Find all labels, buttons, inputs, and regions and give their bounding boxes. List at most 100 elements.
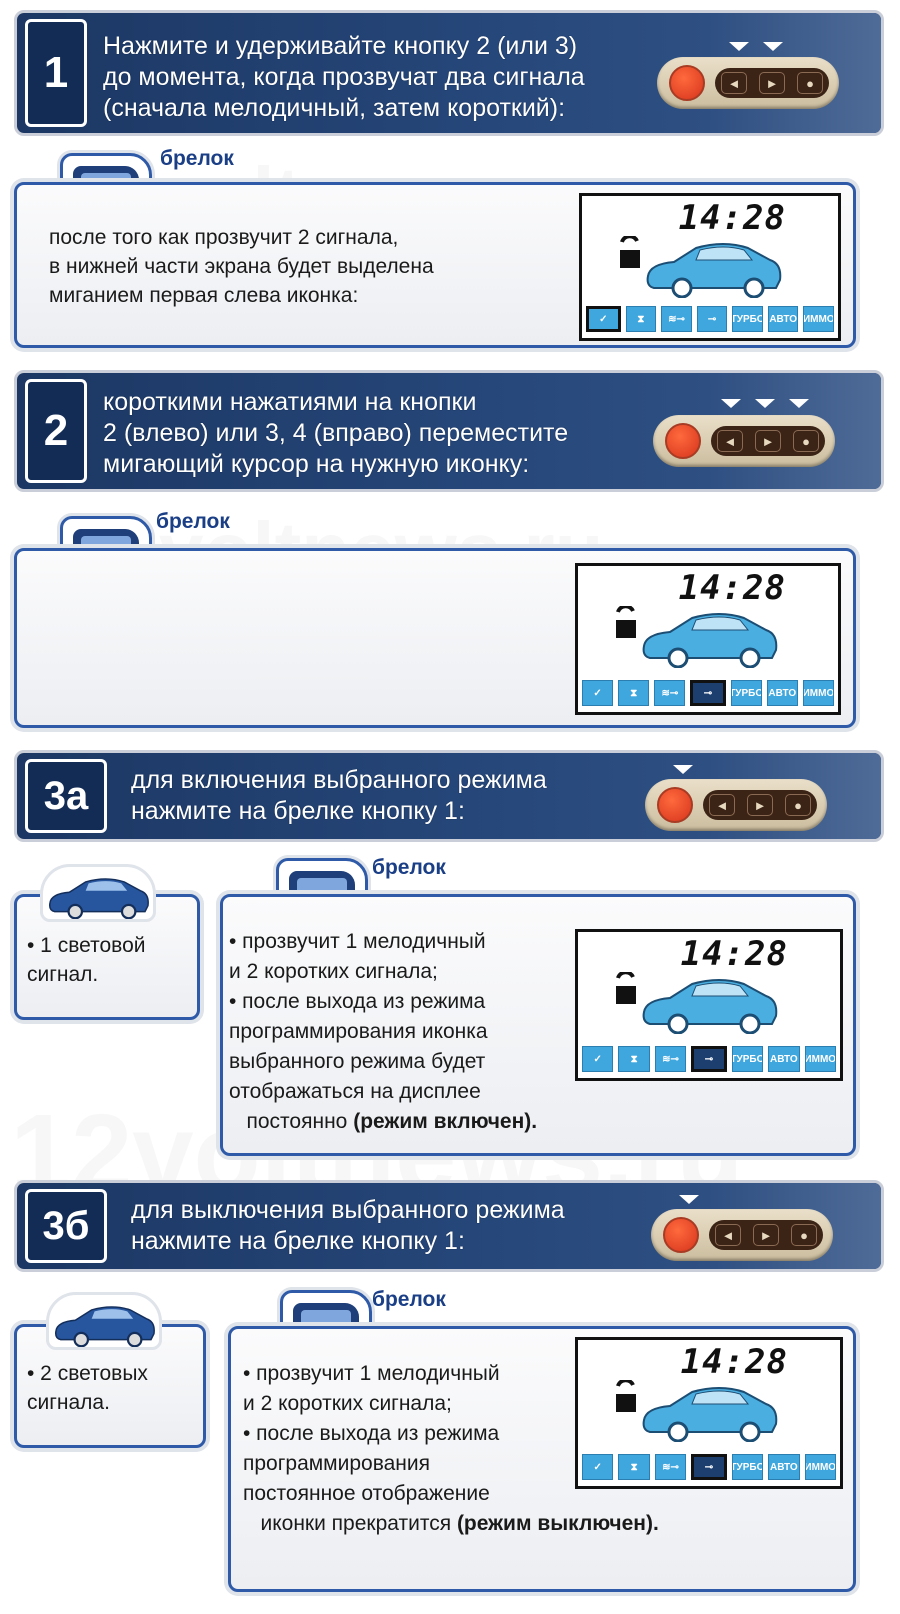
step-text-line: до момента, когда прозвучат два сигнала	[103, 63, 585, 91]
button-1-icon	[665, 423, 701, 459]
button-2-icon: ◄	[717, 430, 743, 452]
car-icon	[642, 613, 778, 668]
step-text-line: короткими нажатиями на кнопки	[103, 388, 477, 416]
button-2-icon: ◄	[715, 1224, 741, 1246]
unlock-icon	[616, 1380, 636, 1412]
step-text-line: нажмите на брелке кнопку 1:	[131, 797, 465, 825]
step-number: 2	[25, 379, 87, 483]
unlock-icon	[620, 236, 640, 268]
arrow-down-icon	[729, 42, 749, 51]
panel-text-line: • прозвучит 1 мелодичный	[243, 1362, 500, 1385]
settings-icon: ≋⊸	[654, 680, 686, 706]
step-text-line: мигающий курсор на нужную иконку:	[103, 450, 530, 478]
arrow-down-icon	[673, 765, 693, 774]
button-3-icon: ►	[747, 794, 773, 816]
settings-icon: ≋⊸	[654, 1454, 687, 1480]
arrow-down-icon	[789, 399, 809, 408]
auto-icon: АВТО	[767, 306, 799, 332]
card-text-line: • 2 световых	[27, 1362, 148, 1385]
wrench-icon: ⊸	[691, 1454, 727, 1480]
immo-icon: ИММО	[804, 1454, 836, 1480]
panel-text-line: • прозвучит 1 мелодичный	[229, 930, 486, 953]
arrow-down-icon	[755, 399, 775, 408]
arrow-down-icon	[679, 1195, 699, 1204]
car-icon	[642, 1387, 778, 1442]
button-1-icon	[663, 1217, 699, 1253]
lcd-display: 14:28 ✓ ⧗ ≋⊸ ⊸ ТУРБО АВТО ИММО	[575, 929, 843, 1081]
button-4-icon: ●	[791, 1224, 817, 1246]
fob-buttons-illustration: ◄ ► ●	[651, 1209, 833, 1261]
check-icon: ✓	[582, 680, 614, 706]
arrow-down-icon	[763, 42, 783, 51]
panel-text-line: отображаться на дисплее	[229, 1080, 481, 1103]
button-2-icon: ◄	[721, 72, 747, 94]
step-number: 3а	[25, 759, 107, 833]
step-number: 3б	[25, 1189, 107, 1263]
car-icon	[646, 243, 782, 298]
turbo-icon: ТУРБО	[731, 1454, 764, 1480]
arrow-down-icon	[721, 399, 741, 408]
button-3-icon: ►	[755, 430, 781, 452]
button-1-icon	[657, 787, 693, 823]
wrench-icon: ⊸	[696, 306, 728, 332]
unlock-icon	[616, 972, 636, 1004]
lcd-display: 14:28 ✓ ⧗ ≋⊸ ⊸ ТУРБО АВТО ИММО	[575, 563, 841, 715]
panel-text-line: иконки прекратится	[243, 1512, 457, 1535]
fob-panel: 14:28 ✓ ⧗ ≋⊸ ⊸ ТУРБО АВТО ИММО	[14, 548, 856, 728]
panel-text-line: после того как прозвучит 2 сигнала,	[49, 226, 399, 249]
turbo-icon: ТУРБО	[730, 680, 762, 706]
mode-off-text: (режим выключен).	[456, 1512, 659, 1535]
fob-buttons-illustration: ◄ ► ●	[657, 57, 839, 109]
button-3-icon: ►	[753, 1224, 779, 1246]
check-icon: ✓	[582, 1454, 614, 1480]
step-text-line: для включения выбранного режима	[131, 766, 547, 794]
step-2-header: 2 короткими нажатиями на кнопки 2 (влево…	[14, 370, 884, 492]
hourglass-icon: ⧗	[625, 306, 657, 332]
settings-icon: ≋⊸	[654, 1046, 687, 1072]
fob-label: брелок	[160, 147, 234, 170]
button-1-icon	[669, 65, 705, 101]
panel-text-line: • после выхода из режима	[243, 1422, 500, 1445]
step-text-line: нажмите на брелке кнопку 1:	[131, 1227, 465, 1255]
panel-text-line: миганием первая слева иконка:	[49, 284, 359, 307]
step-text-line: Нажмите и удерживайте кнопку 2 (или 3)	[103, 32, 578, 60]
panel-text-line: выбранного режима будет	[229, 1050, 486, 1073]
panel-text-line: программирования	[243, 1452, 431, 1475]
fob-label: брелок	[156, 510, 230, 533]
wrench-icon: ⊸	[691, 1046, 727, 1072]
panel-text-line: и 2 коротких сигнала;	[243, 1392, 452, 1415]
fob-label: брелок	[372, 1288, 446, 1311]
car-icon	[642, 979, 778, 1034]
button-2-icon: ◄	[709, 794, 735, 816]
immo-icon: ИММО	[803, 306, 835, 332]
immo-icon: ИММО	[804, 1046, 836, 1072]
panel-text-line: программирования иконка	[229, 1020, 488, 1043]
mode-on-text: (режим включен).	[353, 1110, 538, 1133]
check-icon: ✓	[582, 1046, 614, 1072]
panel-text-line: постоянно	[229, 1110, 354, 1133]
lcd-time: 14:28	[680, 934, 788, 974]
panel-text-line: • после выхода из режима	[229, 990, 486, 1013]
wrench-icon: ⊸	[690, 680, 726, 706]
step-3a-header: 3а для включения выбранного режима нажми…	[14, 750, 884, 842]
car-tab	[40, 864, 156, 922]
fob-panel: после того как прозвучит 2 сигнала, в ни…	[14, 182, 856, 348]
settings-icon: ≋⊸	[661, 306, 692, 332]
lcd-time: 14:28	[678, 568, 786, 608]
button-3-icon: ►	[759, 72, 785, 94]
auto-icon: АВТО	[768, 1046, 800, 1072]
turbo-icon: ТУРБО	[731, 1046, 764, 1072]
hourglass-icon: ⧗	[618, 680, 650, 706]
hourglass-icon: ⧗	[618, 1046, 650, 1072]
auto-icon: АВТО	[768, 1454, 800, 1480]
button-4-icon: ●	[793, 430, 819, 452]
fob-label: брелок	[372, 856, 446, 879]
lcd-time: 14:28	[680, 1342, 788, 1382]
card-text-line: • 1 световой	[27, 934, 146, 957]
panel-text-line: в нижней части экрана будет выделена	[49, 255, 434, 278]
panel-text-line: постоянное отображение	[243, 1482, 490, 1505]
turbo-icon: ТУРБО	[732, 306, 763, 332]
car-tab	[46, 1292, 162, 1350]
car-icon	[49, 878, 149, 919]
hourglass-icon: ⧗	[618, 1454, 650, 1480]
